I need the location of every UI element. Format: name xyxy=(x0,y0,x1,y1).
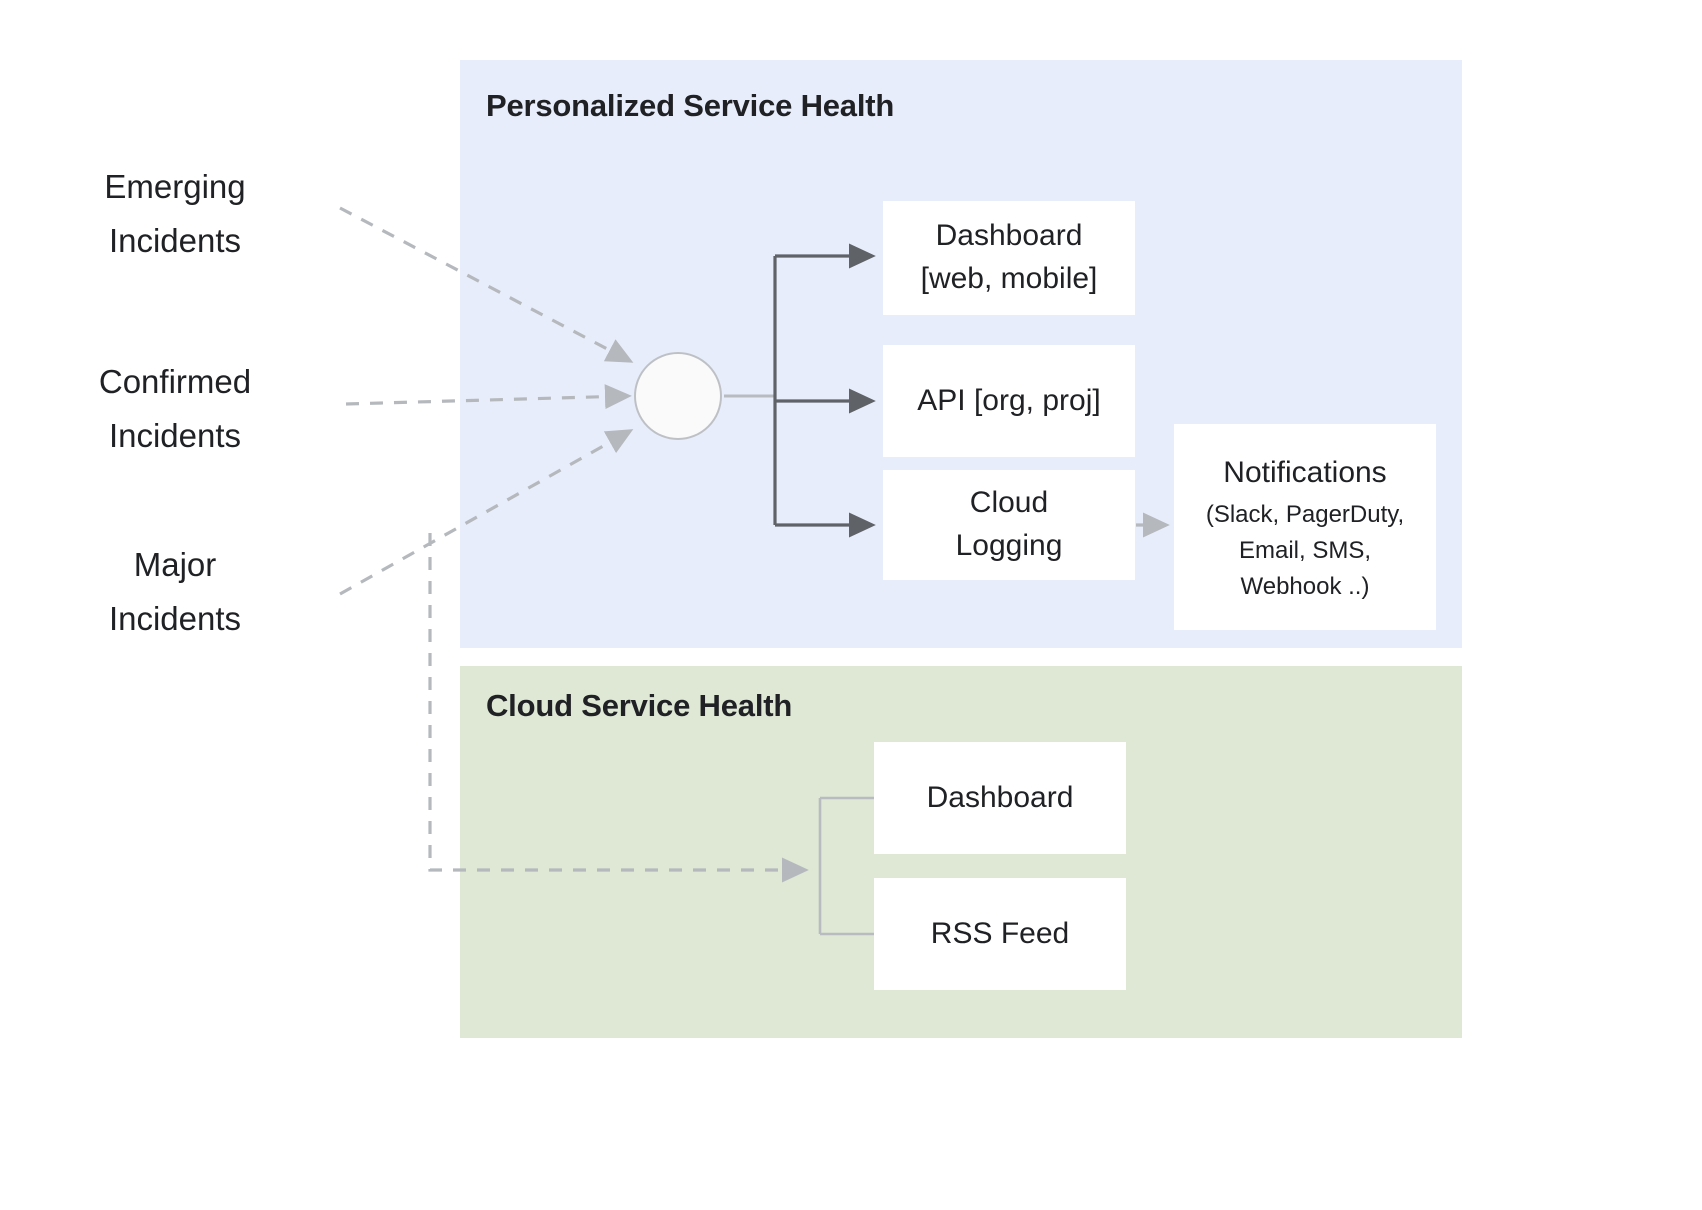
node-line1: RSS Feed xyxy=(930,916,1070,950)
node-box-dashboard-web-mobile[interactable]: Dashboard [web, mobile] xyxy=(883,201,1135,315)
source-label-confirmed-incidents: Confirmed Incidents xyxy=(10,355,340,464)
node-box-cloud-logging[interactable]: Cloud Logging xyxy=(883,470,1135,580)
node-line2: Logging xyxy=(955,529,1063,562)
panel-title-cloud-service-health: Cloud Service Health xyxy=(486,688,793,723)
node-line2: (Slack, PagerDuty, xyxy=(1205,500,1405,528)
source-label-line2: Incidents xyxy=(108,600,242,638)
node-line1: Dashboard xyxy=(935,219,1083,253)
node-box-api-org-proj[interactable]: API [org, proj] xyxy=(883,345,1135,457)
panel-title-personalized: Personalized Service Health xyxy=(486,88,895,123)
node-line1: API [org, proj] xyxy=(917,383,1101,417)
source-label-line2: Incidents xyxy=(108,417,242,455)
node-box-notifications[interactable]: Notifications (Slack, PagerDuty, Email, … xyxy=(1174,424,1436,630)
node-line1: Dashboard xyxy=(926,780,1074,814)
source-label-line1: Confirmed xyxy=(98,363,252,400)
source-label-line1: Emerging xyxy=(104,168,246,205)
node-line1: Cloud xyxy=(969,486,1049,520)
source-label-line1: Major xyxy=(133,546,217,583)
node-line1: Notifications xyxy=(1223,455,1387,489)
hub-node-circle xyxy=(634,352,722,440)
source-label-line2: Incidents xyxy=(108,222,242,260)
source-label-emerging-incidents: Emerging Incidents xyxy=(10,160,340,269)
node-line4: Webhook ..) xyxy=(1240,572,1370,600)
node-box-rss-feed[interactable]: RSS Feed xyxy=(874,878,1126,990)
node-line2: [web, mobile] xyxy=(920,262,1098,295)
node-line3: Email, SMS, xyxy=(1238,536,1371,564)
source-label-major-incidents: Major Incidents xyxy=(10,538,340,647)
node-box-cloud-dashboard[interactable]: Dashboard xyxy=(874,742,1126,854)
